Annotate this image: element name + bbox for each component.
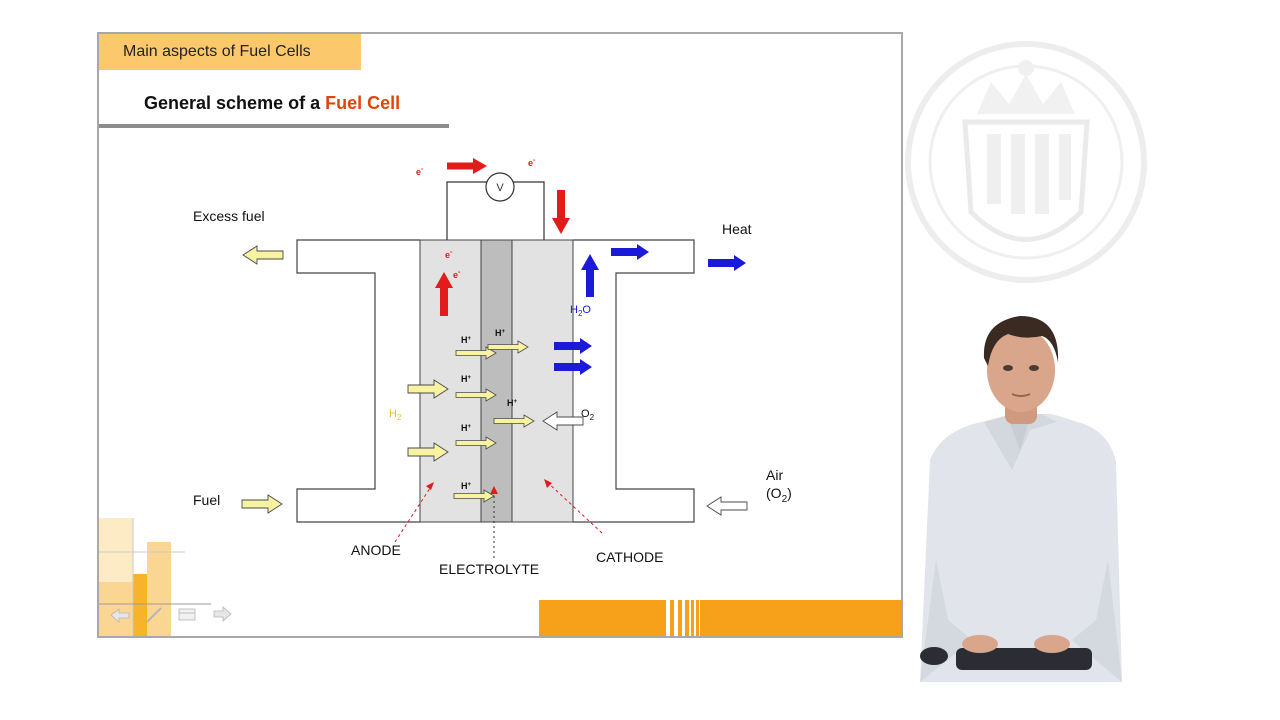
cathode-layer (511, 239, 574, 523)
air-label: Air (766, 467, 783, 483)
anode-layer (419, 239, 482, 523)
fuel-inlet-arrow (241, 494, 283, 514)
proton-label-1: H+ (461, 335, 472, 345)
hydrogen-label: H2 (389, 408, 402, 422)
footer-accent-bar (539, 600, 901, 636)
electron-up-arrow (435, 272, 453, 316)
voltmeter-icon (485, 172, 515, 202)
voltmeter-label: V (496, 182, 504, 194)
slide-title: General scheme of a Fuel Cell (144, 93, 400, 114)
oxygen-label: O2 (581, 408, 595, 422)
electron-flow-arrow (447, 158, 487, 174)
cathode-pointer-head (544, 479, 552, 488)
back-arrow-icon[interactable] (110, 608, 130, 623)
slide-frame: Main aspects of Fuel Cells General schem… (97, 32, 903, 638)
slide-title-highlight: Fuel Cell (325, 93, 401, 113)
cathode-pointer (545, 480, 603, 534)
slide-title-text: General scheme of a (144, 93, 326, 113)
electron-down-arrow (552, 190, 570, 234)
water-label: H2O (570, 304, 591, 318)
excess-fuel-arrow (242, 245, 284, 265)
cathode-label: CATHODE (596, 549, 663, 565)
anode-flow-channel (296, 239, 420, 523)
electron-label-anode-1: e- (445, 249, 453, 260)
excess-fuel-label: Excess fuel (193, 208, 265, 224)
proton-label-5: H+ (461, 423, 472, 433)
electrolyte-pointer-head (490, 486, 498, 494)
fuel-cell-diagram: V e- e- e- e- H2O H+ H+ (193, 157, 792, 577)
university-seal-watermark (905, 41, 1147, 283)
electron-label-anode-2: e- (453, 269, 461, 280)
air-inlet-arrow (706, 496, 748, 516)
air-o2-label: (O2) (766, 485, 792, 505)
heat-label: Heat (722, 221, 752, 237)
slide-navigation-decor (99, 518, 211, 636)
oxygen-arrow (542, 411, 584, 431)
heat-arrow-internal (611, 244, 649, 260)
electron-label-top-left: e- (416, 166, 424, 177)
anode-label: ANODE (351, 542, 401, 558)
fuel-label: Fuel (193, 492, 220, 508)
proton-label-4: H+ (507, 398, 518, 408)
proton-label-2: H+ (495, 328, 506, 338)
presenter-video (920, 316, 1122, 682)
proton-label-3: H+ (461, 374, 472, 384)
water-up-arrow (581, 254, 599, 297)
electron-label-top-right: e- (528, 157, 536, 168)
electrolyte-label: ELECTROLYTE (439, 561, 539, 577)
title-underline (99, 124, 449, 128)
section-title: Main aspects of Fuel Cells (99, 34, 361, 70)
external-circuit-wire (446, 181, 545, 240)
forward-arrow-icon[interactable] (211, 604, 233, 624)
heat-arrow-external (708, 255, 746, 271)
pen-icon[interactable] (146, 607, 162, 623)
proton-label-6: H+ (461, 481, 472, 491)
anode-pointer-head (426, 482, 434, 490)
cathode-flow-channel (573, 239, 695, 523)
index-icon[interactable] (178, 608, 196, 621)
electrolyte-layer (480, 239, 513, 523)
